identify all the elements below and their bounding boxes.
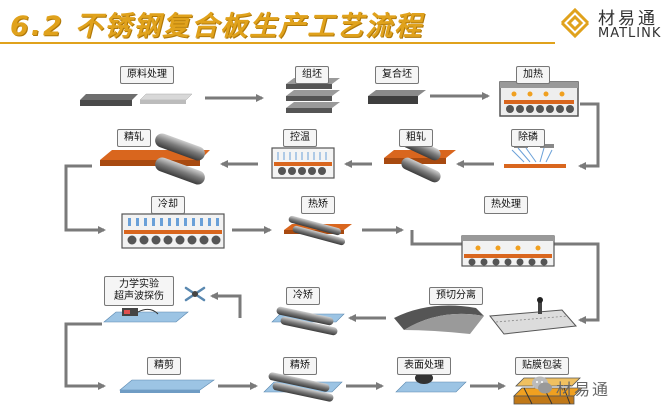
step-label-finish-rolling: 精轧 [117, 129, 151, 147]
surface-treatment-illustration [395, 370, 467, 393]
cooling-illustration [121, 213, 225, 249]
step-label-cold-straightening: 冷矫 [286, 287, 320, 305]
step-label-raw-material: 原料处理 [120, 66, 174, 84]
fine-shearing-illustration [119, 379, 215, 393]
step-label-film-packaging: 贴膜包装 [515, 357, 569, 375]
heat-treatment-illustration [461, 235, 555, 267]
step-label-fine-straightening: 精矫 [283, 357, 317, 375]
arrow-heat-treat-to-pre-cut [410, 230, 600, 324]
step-label-hot-straightening: 热矫 [301, 196, 335, 214]
arrow-finish-to-cooling [64, 164, 106, 234]
arrow-test-to-shearing [64, 322, 106, 390]
step-label-surface-treatment: 表面处理 [397, 357, 451, 375]
finish-rolling-illustration [100, 133, 210, 185]
step-label-composite-slab: 复合坯 [375, 66, 419, 84]
step-label-temp-control: 控温 [283, 129, 317, 147]
matlink-logo-icon [560, 7, 590, 39]
header: 6.2 不锈钢复合板生产工艺流程 材易通 MATLINK [0, 0, 670, 46]
hot-straightening-illustration [284, 215, 352, 246]
page-title: 6.2 不锈钢复合板生产工艺流程 [10, 11, 424, 42]
wechat-icon [532, 376, 552, 394]
fine-straightening-illustration [263, 372, 343, 402]
step-label-heating: 加热 [516, 66, 550, 84]
heating-furnace-illustration [499, 81, 579, 117]
step-label-descaling: 除磷 [511, 129, 545, 147]
brand-name-en: MATLINK [598, 26, 662, 41]
descaling-illustration [504, 144, 566, 168]
brand-name-cn: 材易通 [598, 9, 658, 29]
arrow-cold-to-test [210, 292, 242, 318]
step-label-heat-treatment: 热处理 [484, 196, 528, 214]
raw-material-illustration [80, 93, 193, 106]
step-label-fine-shearing: 精剪 [147, 357, 181, 375]
step-label-assembly: 组坯 [295, 66, 329, 84]
composite-slab-illustration [368, 90, 426, 104]
cold-straightening-illustration [271, 306, 345, 336]
mechanical-test-illustration [103, 286, 206, 323]
step-label-cooling: 冷却 [151, 196, 185, 214]
step-label-pre-cut-separation: 预切分离 [429, 287, 483, 305]
step-label-rough-rolling: 粗轧 [399, 129, 433, 147]
arrow-heating-to-descaling [578, 102, 600, 170]
step-label-mechanical-test: 力学实验 超声波探伤 [104, 276, 174, 306]
title-underline [0, 42, 555, 44]
watermark-text: 材易通 [556, 380, 611, 399]
pre-cut-separation-illustration [394, 297, 578, 335]
temp-control-illustration [271, 147, 335, 179]
